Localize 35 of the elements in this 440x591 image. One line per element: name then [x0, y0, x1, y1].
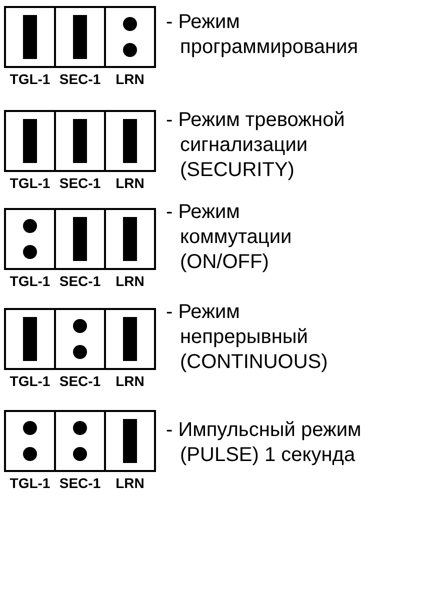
pin-label: SEC-1: [58, 71, 102, 87]
jumper-bar-icon: [123, 119, 137, 163]
jumper-bar-icon: [23, 119, 37, 163]
open-pins-icon: [23, 219, 37, 259]
pin-label: SEC-1: [58, 373, 102, 389]
pin-label: LRN: [114, 475, 146, 491]
open-pins-icon: [23, 421, 37, 461]
open-pins-icon: [73, 421, 87, 461]
pin-label: LRN: [114, 175, 146, 191]
pin-label: SEC-1: [58, 475, 102, 491]
mode-description: - Режим тревожной сигнализации (SECURITY): [166, 108, 346, 183]
jumper-bar-icon: [123, 317, 137, 361]
pin-label: LRN: [114, 373, 146, 389]
mode-description: - Импульсный режим (PULSE) 1 секунда: [166, 418, 362, 468]
jumper-bar-icon: [73, 15, 87, 59]
pin-label: SEC-1: [58, 175, 102, 191]
pin-label: LRN: [114, 71, 146, 87]
pin-label: TGL-1: [8, 71, 52, 87]
jumper-bar-icon: [23, 15, 37, 59]
open-pins-icon: [123, 17, 137, 57]
pin-label: LRN: [114, 273, 146, 289]
mode-description: - Режим коммутации (ON/OFF): [166, 200, 293, 275]
pin-label: TGL-1: [8, 475, 52, 491]
pin-label: TGL-1: [8, 273, 52, 289]
jumper-bar-icon: [23, 317, 37, 361]
open-pins-icon: [73, 319, 87, 359]
mode-description: - Режим непрерывный (CONTINUOUS): [166, 300, 329, 375]
pin-label: TGL-1: [8, 175, 52, 191]
jumper-bar-icon: [123, 419, 137, 463]
pin-label: SEC-1: [58, 273, 102, 289]
mode-description: - Режим программирования: [166, 10, 360, 60]
jumper-bar-icon: [123, 217, 137, 261]
pin-label: TGL-1: [8, 373, 52, 389]
jumper-bar-icon: [73, 217, 87, 261]
jumper-bar-icon: [73, 119, 87, 163]
